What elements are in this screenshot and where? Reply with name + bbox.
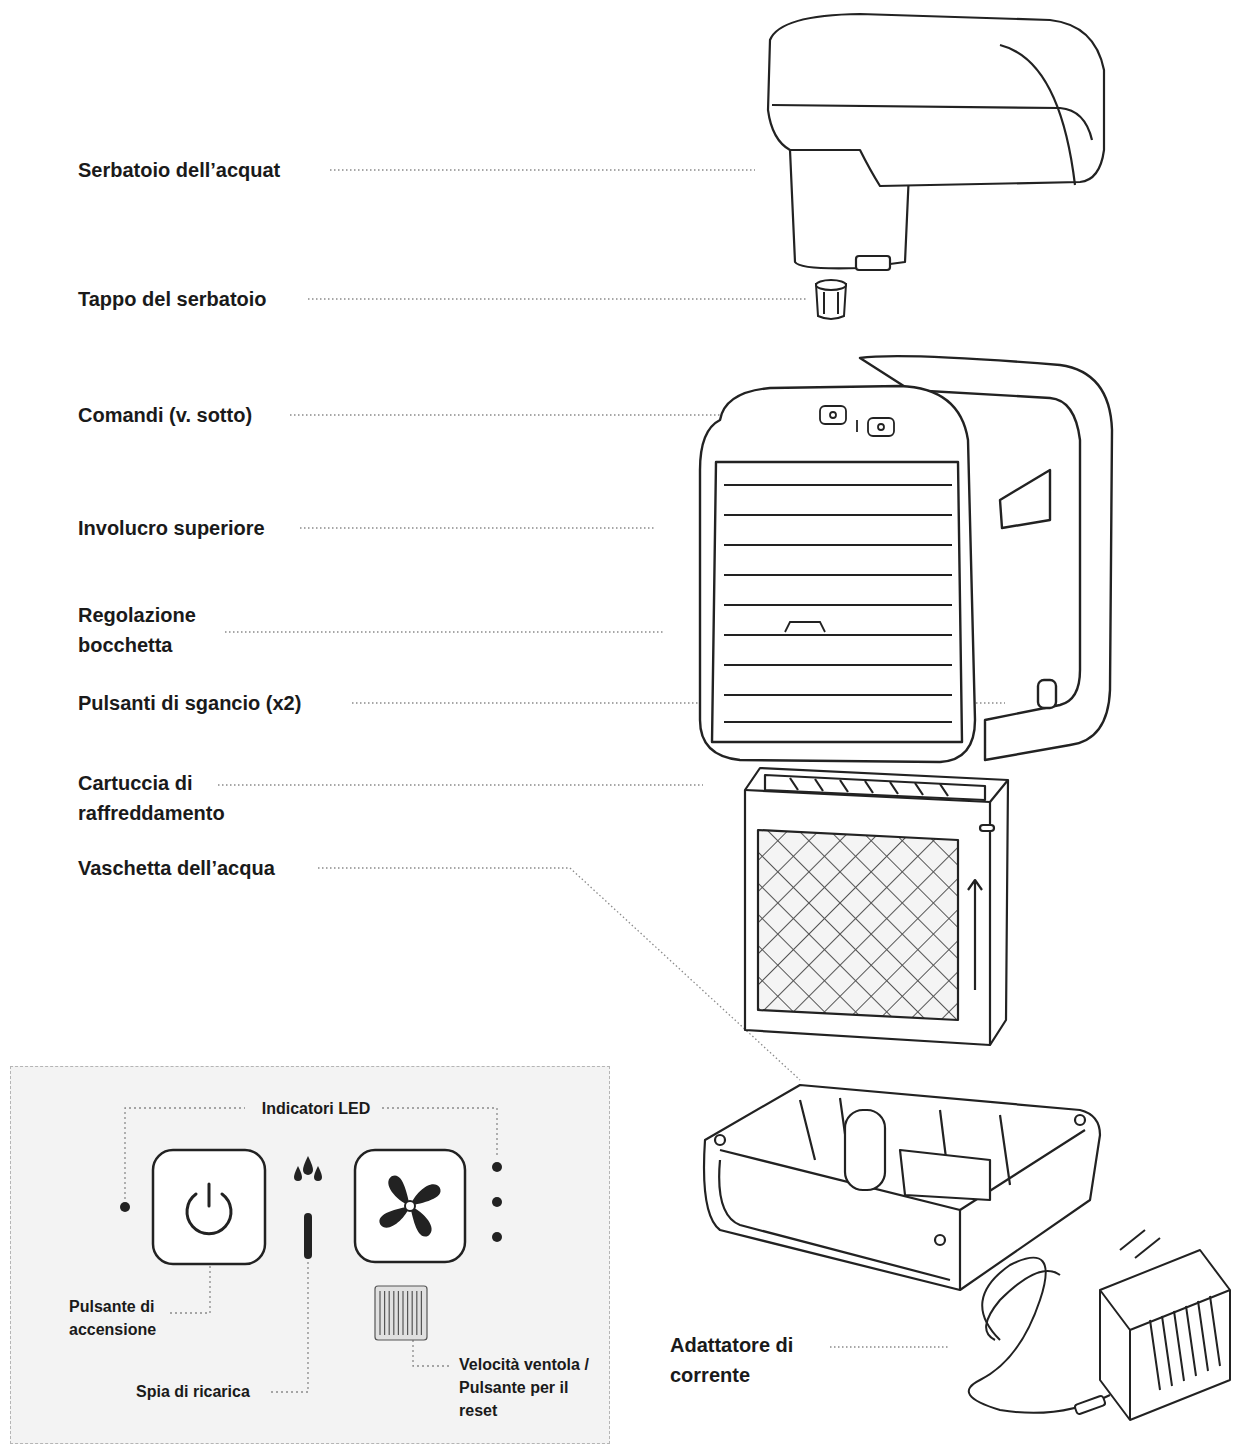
cooling-cartridge bbox=[745, 768, 1008, 1045]
part-label: Tappo del serbatoio bbox=[78, 284, 378, 314]
inset-heading: Indicatori LED bbox=[251, 1097, 381, 1120]
part-label: Serbatoio dell’acquat bbox=[78, 155, 378, 185]
control-panel-inset: Indicatori LED Pulsante di accensioneSpia… bbox=[10, 1066, 610, 1444]
control-label: Spia di ricarica bbox=[136, 1380, 276, 1403]
part-label: Involucro superiore bbox=[78, 513, 378, 543]
vent-slats bbox=[724, 485, 952, 722]
upper-housing bbox=[700, 356, 1112, 762]
control-label: Velocità ventola / Pulsante per il reset bbox=[459, 1353, 609, 1422]
part-label: Vaschetta dell’acqua bbox=[78, 853, 378, 883]
power-adapter bbox=[969, 1230, 1230, 1420]
part-label: Cartuccia di raffreddamento bbox=[78, 768, 243, 828]
part-label: Regolazione bocchetta bbox=[78, 600, 218, 660]
control-label: Pulsante di accensione bbox=[69, 1295, 179, 1341]
top-controls bbox=[820, 406, 894, 436]
part-label: Adattatore di corrente bbox=[670, 1330, 820, 1390]
tank-cap bbox=[816, 280, 846, 319]
part-label: Pulsanti di sgancio (x2) bbox=[78, 688, 378, 718]
part-label: Comandi (v. sotto) bbox=[78, 400, 378, 430]
water-tank bbox=[768, 14, 1104, 270]
